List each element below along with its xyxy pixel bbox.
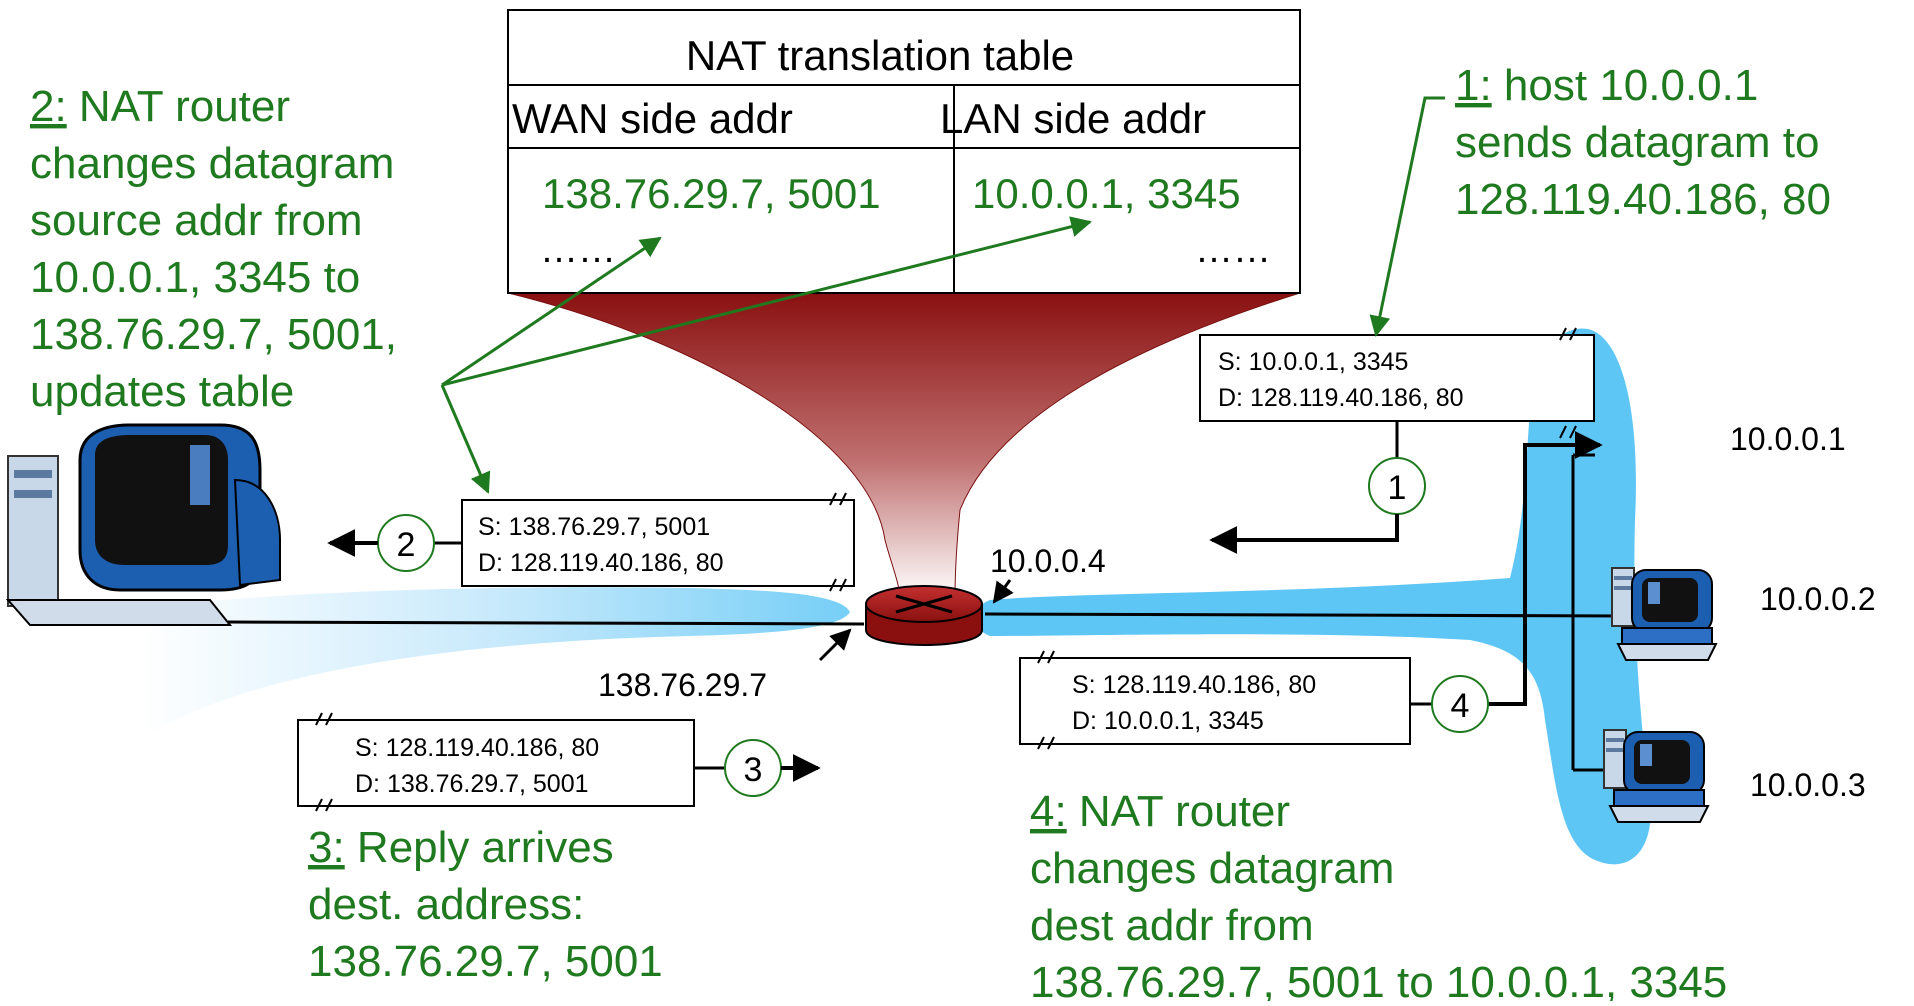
svg-text:138.76.29.7, 5001,: 138.76.29.7, 5001, bbox=[30, 310, 397, 359]
caption-1-number: 1: bbox=[1455, 61, 1492, 110]
svg-text:2: NAT router: 2: NAT router bbox=[30, 82, 290, 131]
packet-1-src: S: 10.0.0.1, 3345 bbox=[1218, 348, 1408, 376]
router-cross-icon bbox=[895, 594, 953, 614]
packet-1-dst: D: 128.119.40.186, 80 bbox=[1218, 384, 1464, 412]
caption-1: 1: host 10.0.0.1 sends datagram to 128.1… bbox=[1455, 61, 1831, 224]
step-3-label: 3 bbox=[744, 751, 763, 789]
host-10-0-0-2-icon bbox=[1611, 567, 1717, 661]
step-2-label: 2 bbox=[397, 526, 416, 564]
host2-address: 10.0.0.2 bbox=[1760, 581, 1876, 617]
packet-4-src: S: 128.119.40.186, 80 bbox=[1072, 671, 1316, 699]
svg-text:changes datagram: changes datagram bbox=[1030, 844, 1394, 893]
caption-3: 3: Reply arrives dest. address: 138.76.2… bbox=[308, 823, 663, 986]
step-4-circle bbox=[1431, 675, 1489, 733]
table-ellipsis-wan: …… bbox=[540, 229, 616, 271]
table-ellipsis-lan: …… bbox=[1195, 229, 1271, 271]
table-header-lan: LAN side addr bbox=[940, 95, 1206, 142]
caption-4: 4: NAT router changes datagram dest addr… bbox=[1030, 787, 1727, 1006]
svg-text:128.119.40.186, 80: 128.119.40.186, 80 bbox=[1455, 175, 1831, 224]
svg-text:1: host 10.0.0.1: 1: host 10.0.0.1 bbox=[1455, 61, 1758, 110]
nat-table bbox=[507, 9, 1301, 294]
svg-text:source addr from: source addr from bbox=[30, 196, 363, 245]
step-1-arrow bbox=[1209, 514, 1399, 554]
svg-text:138.76.29.7, 5001: 138.76.29.7, 5001 bbox=[308, 937, 663, 986]
lan-network bbox=[975, 328, 1651, 865]
wan-wire bbox=[227, 620, 865, 626]
host1-address: 10.0.0.1 bbox=[1730, 421, 1846, 457]
caption-2: 2: NAT router changes datagram source ad… bbox=[30, 82, 397, 416]
packet-2-dst: D: 128.119.40.186, 80 bbox=[478, 549, 724, 577]
packet-3: S: 128.119.40.186, 80 D: 138.76.29.7, 50… bbox=[297, 712, 695, 812]
table-title: NAT translation table bbox=[686, 32, 1074, 79]
caption-2-number: 2: bbox=[30, 82, 67, 131]
svg-text:3: Reply arrives: 3: Reply arrives bbox=[308, 823, 614, 872]
packet-2: S: 138.76.29.7, 5001 D: 128.119.40.186, … bbox=[461, 492, 855, 592]
svg-text:changes datagram: changes datagram bbox=[30, 139, 394, 188]
lan-wire bbox=[984, 612, 1626, 618]
nat-router bbox=[865, 585, 983, 646]
step-1-to-host-arrow bbox=[1460, 431, 1603, 706]
svg-text:4: NAT router: 4: NAT router bbox=[1030, 787, 1290, 836]
caption-1-pointer bbox=[1369, 96, 1445, 338]
caption-3-number: 3: bbox=[308, 823, 345, 872]
caption-2-pointer-packet bbox=[440, 384, 491, 494]
router-wan-address: 138.76.29.7 bbox=[598, 667, 767, 703]
host-10-0-0-3-icon bbox=[1603, 729, 1709, 823]
packet-3-src: S: 128.119.40.186, 80 bbox=[355, 734, 599, 762]
step-4-label: 4 bbox=[1451, 687, 1470, 725]
packet-2-src: S: 138.76.29.7, 5001 bbox=[478, 513, 710, 541]
packet-4-dst: D: 10.0.0.1, 3345 bbox=[1072, 707, 1264, 735]
wan-network bbox=[140, 587, 850, 740]
router-lan-address: 10.0.0.4 bbox=[990, 543, 1106, 579]
caption-2-pointer-lan bbox=[441, 216, 1093, 387]
caption-2-pointer-wan bbox=[441, 236, 662, 387]
svg-text:dest. address:: dest. address: bbox=[308, 880, 584, 929]
caption-4-number: 4: bbox=[1030, 787, 1067, 836]
svg-text:sends datagram to: sends datagram to bbox=[1455, 118, 1819, 167]
svg-text:updates table: updates table bbox=[30, 367, 294, 416]
svg-text:dest addr from: dest addr from bbox=[1030, 901, 1314, 950]
server-icon bbox=[5, 423, 281, 626]
packet-4: S: 128.119.40.186, 80 D: 10.0.0.1, 3345 bbox=[1019, 650, 1411, 750]
host3-address: 10.0.0.3 bbox=[1750, 767, 1866, 803]
packet-1: S: 10.0.0.1, 3345 D: 128.119.40.186, 80 bbox=[1199, 327, 1595, 422]
svg-text:10.0.0.1, 3345 to: 10.0.0.1, 3345 to bbox=[30, 253, 360, 302]
table-header-wan: WAN side addr bbox=[512, 95, 793, 142]
step-1-label: 1 bbox=[1388, 469, 1407, 507]
svg-text:138.76.29.7, 5001 to 10.0.0.1,: 138.76.29.7, 5001 to 10.0.0.1, 3345 bbox=[1030, 958, 1727, 1001]
table-cell-lan: 10.0.0.1, 3345 bbox=[972, 170, 1241, 217]
table-cell-wan: 138.76.29.7, 5001 bbox=[542, 170, 881, 217]
packet-3-dst: D: 138.76.29.7, 5001 bbox=[355, 770, 589, 798]
